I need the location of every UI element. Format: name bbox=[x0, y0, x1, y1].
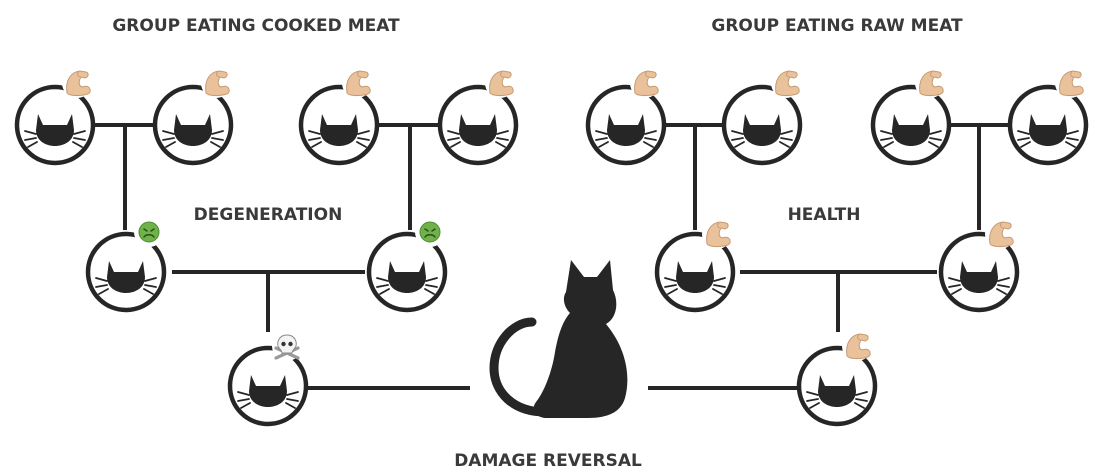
cat-node-raw-gen1-a bbox=[588, 68, 664, 163]
health-label: HEALTH bbox=[788, 205, 861, 225]
sitting-cat-silhouette bbox=[494, 260, 627, 418]
cat-node-raw-gen3 bbox=[799, 331, 875, 424]
cat-node-cooked-gen3 bbox=[230, 331, 306, 424]
cat-node-raw-gen1-c bbox=[873, 68, 949, 163]
cat-node-cooked-gen2-a bbox=[88, 217, 164, 310]
damage-reversal-label: DAMAGE REVERSAL bbox=[454, 451, 642, 471]
cat-node-raw-gen2-a bbox=[657, 219, 733, 310]
degeneration-label: DEGENERATION bbox=[194, 205, 343, 225]
cat-node-raw-gen1-b bbox=[724, 68, 801, 163]
cat-node-cooked-gen1-b bbox=[155, 68, 231, 163]
cat-node-cooked-gen1-d bbox=[440, 68, 516, 163]
nauseated-face-emoji-icon bbox=[139, 222, 159, 242]
cat-node-raw-gen1-d bbox=[1010, 68, 1086, 163]
nauseated-face-emoji-icon bbox=[420, 222, 440, 242]
raw-group-heading: GROUP EATING RAW MEAT bbox=[711, 16, 963, 36]
cat-node-cooked-gen2-b bbox=[369, 217, 445, 310]
cat-node-cooked-gen1-a bbox=[17, 68, 93, 163]
cat-node-cooked-gen1-c bbox=[301, 68, 377, 163]
cat-node-raw-gen2-b bbox=[941, 219, 1017, 310]
cooked-group-heading: GROUP EATING COOKED MEAT bbox=[112, 16, 400, 36]
